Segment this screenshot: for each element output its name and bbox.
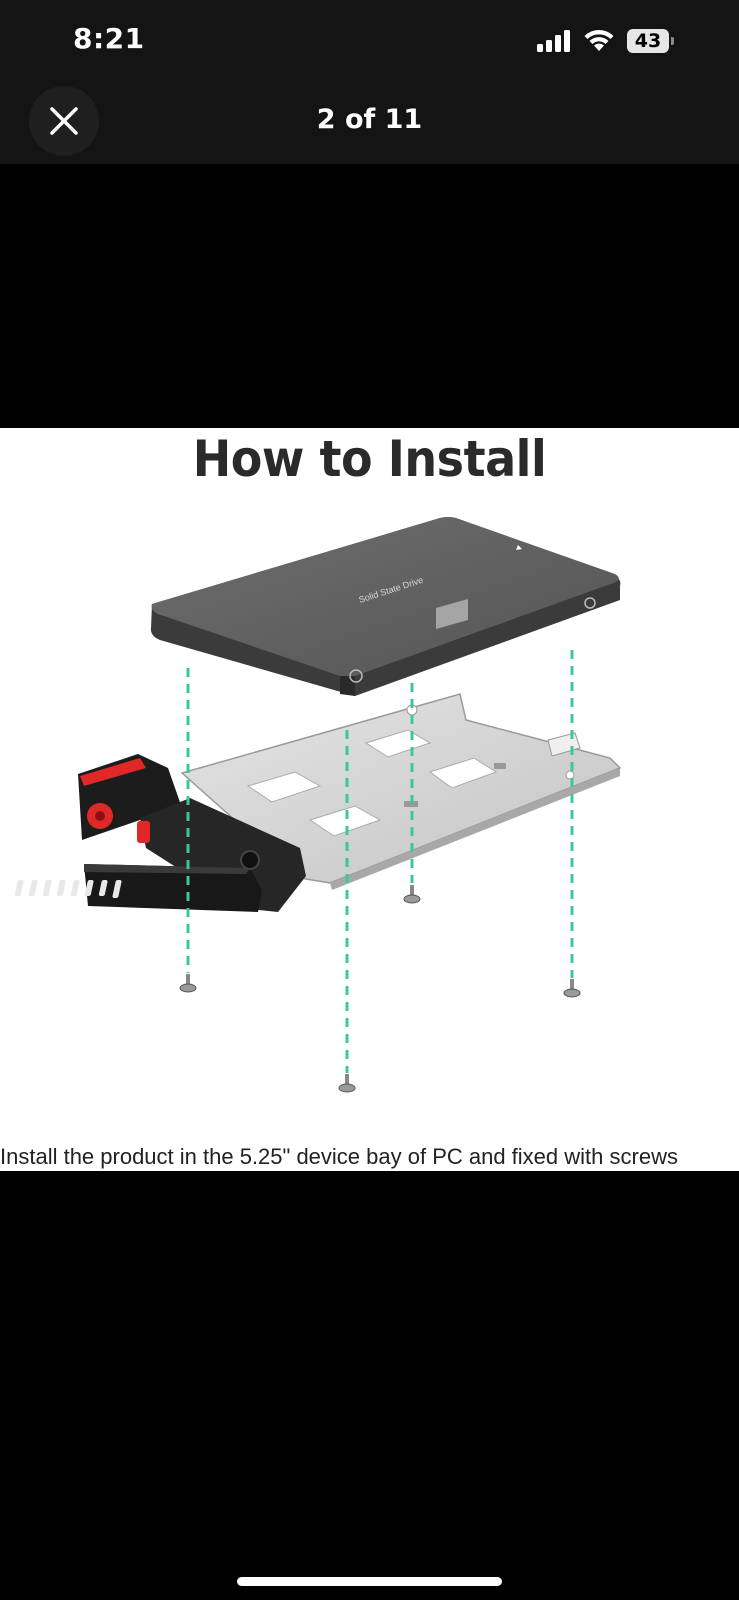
close-icon [50,107,78,135]
screw [403,885,421,904]
close-button[interactable] [29,86,99,156]
viewer-top-bar: 2 of 11 [0,80,739,164]
signal-icon [537,30,570,52]
screw [563,979,581,998]
home-indicator[interactable] [237,1577,502,1586]
install-illustration: Solid State Drive [14,517,622,1093]
status-time: 8:21 [73,22,145,55]
battery-level: 43 [627,29,669,53]
guide-lines [186,650,574,1073]
battery-icon: 43 [627,29,674,53]
image-caption: Install the product in the 5.25" device … [0,1144,678,1169]
image-counter: 2 of 11 [316,104,423,135]
status-bar: 8:21 43 [0,0,739,80]
ssd-drive: Solid State Drive [150,517,621,696]
screws [179,885,581,1093]
wifi-icon [584,29,614,51]
image-title: How to Install [192,430,547,488]
screw [338,1074,356,1093]
tray-handle [14,754,306,912]
screw [179,974,197,993]
product-image[interactable]: Solid State Drive [0,428,739,1171]
